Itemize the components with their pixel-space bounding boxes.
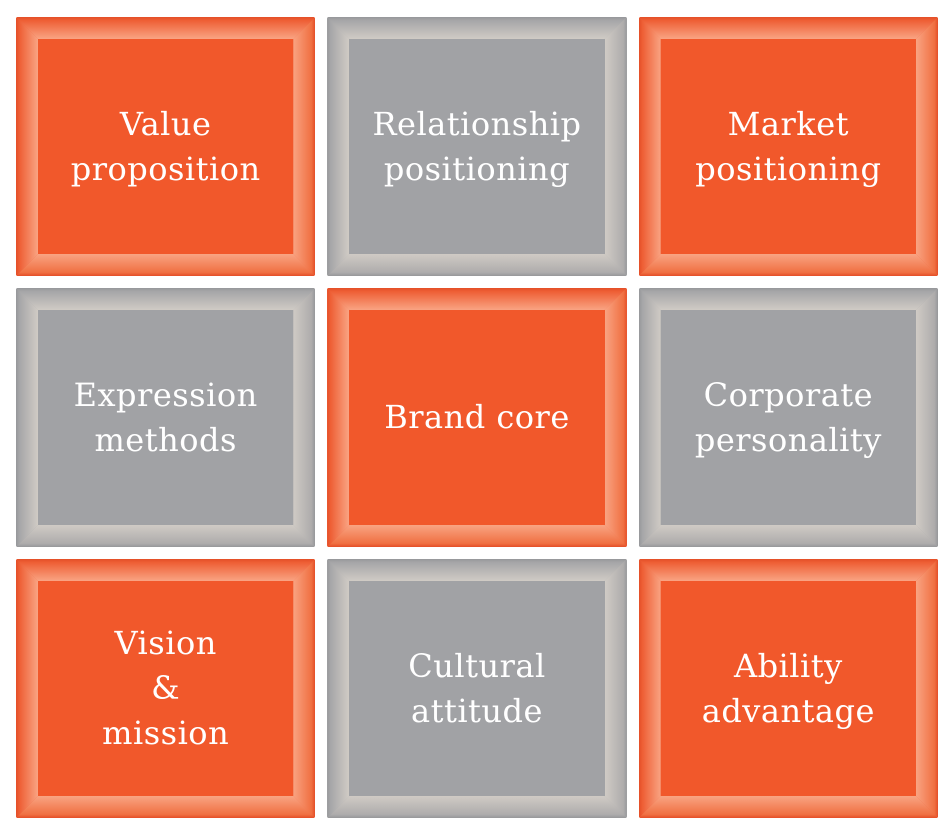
matrix-cell-value-proposition: Value proposition bbox=[16, 17, 316, 276]
bevel-bottom-edge bbox=[327, 796, 626, 818]
bevel-top-edge bbox=[639, 559, 938, 581]
bevel-top-edge bbox=[327, 559, 626, 581]
bevel-top-edge bbox=[639, 288, 938, 310]
cell-panel: Vision & mission bbox=[38, 581, 294, 796]
cell-label: Value proposition bbox=[70, 104, 261, 188]
matrix-cell-brand-core: Brand core bbox=[327, 288, 627, 547]
bevel-left-edge bbox=[327, 17, 349, 276]
cell-label: Brand core bbox=[384, 398, 570, 436]
bevel-left-edge bbox=[327, 288, 349, 547]
bevel-top-edge bbox=[327, 17, 626, 39]
bevel-right-edge bbox=[293, 17, 315, 276]
bevel-left-edge bbox=[327, 559, 349, 818]
bevel-right-edge bbox=[605, 17, 627, 276]
bevel-left-edge bbox=[16, 17, 38, 276]
bevel-left-edge bbox=[639, 17, 661, 276]
cell-label: Vision & mission bbox=[102, 624, 230, 752]
bevel-right-edge bbox=[293, 559, 315, 818]
matrix-cell-market-positioning: Market positioning bbox=[638, 17, 938, 276]
cell-panel: Ability advantage bbox=[660, 581, 916, 796]
bevel-top-edge bbox=[16, 288, 315, 310]
bevel-bottom-edge bbox=[639, 796, 938, 818]
bevel-left-edge bbox=[639, 559, 661, 818]
bevel-bottom-edge bbox=[16, 254, 315, 276]
cell-panel: Cultural attitude bbox=[349, 581, 605, 796]
cell-panel: Value proposition bbox=[38, 39, 294, 254]
bevel-top-edge bbox=[16, 17, 315, 39]
matrix-cell-relationship-positioning: Relationship positioning bbox=[327, 17, 627, 276]
matrix-cell-corporate-personality: Corporate personality bbox=[638, 288, 938, 547]
cell-label: Market positioning bbox=[695, 104, 882, 188]
bevel-top-edge bbox=[639, 17, 938, 39]
cell-panel: Corporate personality bbox=[660, 310, 916, 525]
bevel-right-edge bbox=[916, 559, 938, 818]
bevel-bottom-edge bbox=[16, 525, 315, 547]
matrix-cell-vision-mission: Vision & mission bbox=[16, 559, 316, 818]
matrix-cell-expression-methods: Expression methods bbox=[16, 288, 316, 547]
cell-panel: Brand core bbox=[349, 310, 605, 525]
bevel-left-edge bbox=[16, 559, 38, 818]
cell-label: Corporate personality bbox=[694, 375, 882, 459]
bevel-right-edge bbox=[916, 288, 938, 547]
cell-label: Ability advantage bbox=[701, 646, 875, 730]
matrix-grid: Value proposition Relationship positioni… bbox=[16, 17, 938, 818]
bevel-bottom-edge bbox=[16, 796, 315, 818]
cell-panel: Market positioning bbox=[660, 39, 916, 254]
matrix-cell-ability-advantage: Ability advantage bbox=[638, 559, 938, 818]
cell-label: Relationship positioning bbox=[372, 104, 582, 188]
cell-label: Cultural attitude bbox=[408, 646, 546, 730]
bevel-bottom-edge bbox=[639, 525, 938, 547]
bevel-bottom-edge bbox=[327, 254, 626, 276]
bevel-right-edge bbox=[605, 288, 627, 547]
bevel-left-edge bbox=[16, 288, 38, 547]
bevel-top-edge bbox=[16, 559, 315, 581]
cell-label: Expression methods bbox=[73, 375, 258, 459]
cell-panel: Expression methods bbox=[38, 310, 294, 525]
bevel-bottom-edge bbox=[327, 525, 626, 547]
bevel-right-edge bbox=[916, 17, 938, 276]
matrix-cell-cultural-attitude: Cultural attitude bbox=[327, 559, 627, 818]
cell-panel: Relationship positioning bbox=[349, 39, 605, 254]
bevel-left-edge bbox=[639, 288, 661, 547]
bevel-right-edge bbox=[293, 288, 315, 547]
bevel-top-edge bbox=[327, 288, 626, 310]
bevel-bottom-edge bbox=[639, 254, 938, 276]
bevel-right-edge bbox=[605, 559, 627, 818]
